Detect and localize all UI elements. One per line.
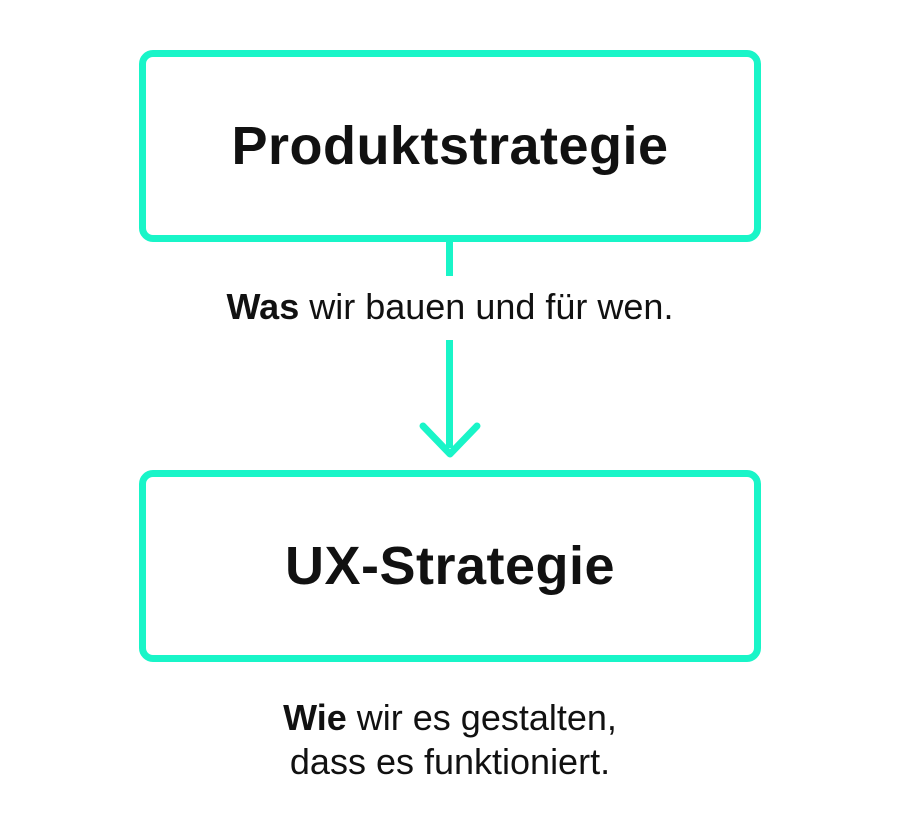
caption-bold-was: Was [226,286,300,327]
arrow-down-icon [419,422,481,458]
product-strategy-title: Produktstrategie [231,116,669,176]
caption-line-2: dass es funktioniert. [289,741,611,782]
caption-rest-line-1: wir es gestalten, [346,697,617,738]
caption-rest-top: wir bauen und für wen. [299,286,674,327]
caption-bold-wie: Wie [283,697,347,738]
product-strategy-caption: Was wir bauen und für wen. [0,285,900,329]
connector-line-arrow [446,340,453,448]
product-strategy-box: Produktstrategie [139,50,761,242]
caption-line-1: Wie wir es gestalten, [0,696,900,740]
ux-strategy-caption: Wie wir es gestalten, dass es funktionie… [0,696,900,784]
connector-line-top [446,242,453,276]
ux-strategy-box: UX-Strategie [139,470,761,662]
ux-strategy-title: UX-Strategie [284,536,616,596]
